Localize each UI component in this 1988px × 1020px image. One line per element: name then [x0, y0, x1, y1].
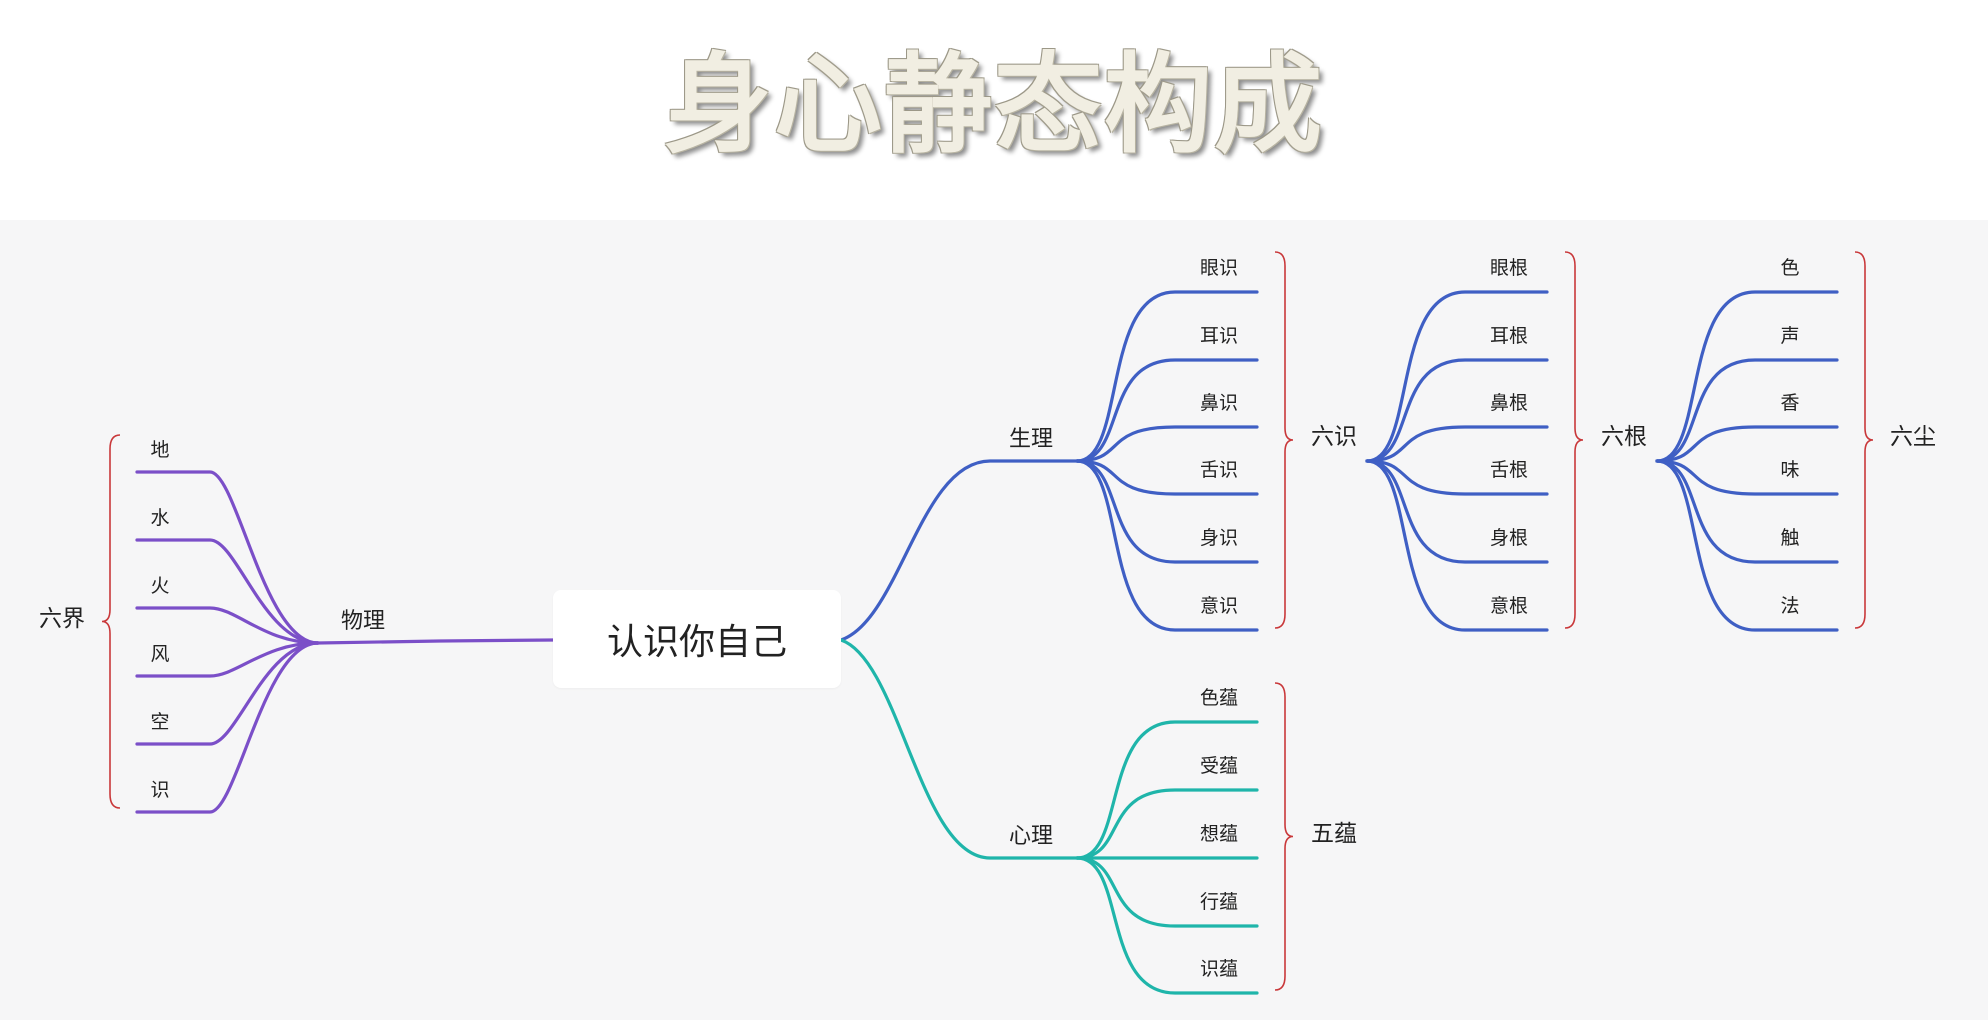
brace-six-realms [101, 434, 121, 809]
six-dusts-item-label[interactable]: 法 [1780, 595, 1800, 617]
group-six-roots-label[interactable]: 六根 [1601, 424, 1647, 450]
brace-six-consciousness [1274, 251, 1294, 629]
five-aggregates-item-label[interactable]: 想蕴 [1199, 823, 1239, 845]
physical-item-label[interactable]: 地 [150, 439, 170, 461]
physical-item-label[interactable]: 火 [150, 575, 170, 597]
six-consciousness-item-line [1075, 459, 1259, 632]
central-topic[interactable]: 认识你自己 [553, 590, 841, 688]
six-roots-item-label[interactable]: 眼根 [1489, 257, 1529, 279]
six-consciousness-item-line [1075, 290, 1259, 463]
six-roots-item-line [1365, 425, 1549, 463]
six-roots-item-line [1365, 358, 1549, 463]
six-dusts-item-label[interactable]: 触 [1780, 527, 1800, 549]
six-dusts-item-label[interactable]: 色 [1780, 257, 1800, 279]
six-consciousness-item-label[interactable]: 身识 [1199, 527, 1239, 549]
six-dusts-item-line [1655, 358, 1839, 463]
six-roots-item-label[interactable]: 鼻根 [1489, 392, 1529, 414]
six-roots-item-label[interactable]: 身根 [1489, 527, 1529, 549]
five-aggregates-item-label[interactable]: 色蕴 [1199, 687, 1239, 709]
physical-item-label[interactable]: 水 [150, 507, 170, 529]
brace-six-dusts [1854, 251, 1874, 629]
page-title: 身心静态构成 [663, 42, 1324, 168]
six-roots-item-line [1365, 459, 1549, 632]
branch-physical-item-line [135, 470, 320, 645]
physical-item-label[interactable]: 空 [150, 711, 170, 733]
six-consciousness-item-line [1075, 425, 1259, 463]
six-dusts-item-line [1655, 459, 1839, 564]
six-consciousness-item-label[interactable]: 耳识 [1199, 325, 1239, 347]
six-roots-item-label[interactable]: 耳根 [1489, 325, 1529, 347]
six-roots-item-line [1365, 459, 1549, 564]
six-consciousness-item-line [1075, 358, 1259, 463]
brace-five-aggregates [1274, 682, 1294, 991]
five-aggregates-item-line [1075, 788, 1259, 860]
five-aggregates-item-label[interactable]: 受蕴 [1199, 755, 1239, 777]
branch-physical-item-line [135, 641, 320, 678]
six-dusts-item-label[interactable]: 味 [1780, 459, 1800, 481]
six-roots-item-line [1365, 459, 1549, 496]
five-aggregates-item-line [1075, 720, 1259, 860]
group-six-dusts-label[interactable]: 六尘 [1890, 424, 1936, 450]
six-dusts-item-label[interactable]: 声 [1780, 325, 1800, 347]
brace-six-roots [1564, 251, 1584, 629]
branch-physical-item-line [135, 606, 320, 645]
branch-physiology-label[interactable]: 生理 [1008, 427, 1054, 452]
group-five-aggregates-label[interactable]: 五蕴 [1311, 821, 1357, 847]
six-dusts-item-line [1655, 425, 1839, 463]
branch-psychology-label[interactable]: 心理 [1008, 824, 1054, 849]
branch-psychology-line [839, 638, 1079, 860]
canvas-background [0, 220, 1988, 1020]
six-roots-item-line [1365, 290, 1549, 463]
five-aggregates-item-label[interactable]: 识蕴 [1199, 958, 1239, 980]
physical-item-label[interactable]: 风 [150, 643, 170, 665]
six-roots-item-label[interactable]: 舌根 [1489, 459, 1529, 481]
five-aggregates-item-line [1075, 856, 1259, 928]
branch-physical-item-line [135, 641, 320, 746]
six-dusts-item-line [1655, 290, 1839, 463]
five-aggregates-item-label[interactable]: 行蕴 [1199, 891, 1239, 913]
group-six-realms-label[interactable]: 六界 [39, 606, 85, 632]
six-consciousness-item-line [1075, 459, 1259, 564]
six-consciousness-item-label[interactable]: 舌识 [1199, 459, 1239, 481]
six-consciousness-item-label[interactable]: 意识 [1199, 595, 1239, 617]
five-aggregates-item-line [1075, 856, 1259, 995]
group-six-consciousness-label[interactable]: 六识 [1311, 424, 1357, 450]
six-dusts-item-line [1655, 459, 1839, 632]
six-consciousness-item-label[interactable]: 眼识 [1199, 257, 1239, 279]
six-roots-item-label[interactable]: 意根 [1489, 595, 1529, 617]
branch-physical-line [316, 638, 555, 645]
branch-physiology-line [839, 459, 1079, 642]
branch-physical-label[interactable]: 物理 [340, 609, 386, 634]
branch-physical-item-line [135, 641, 320, 814]
six-consciousness-item-label[interactable]: 鼻识 [1199, 392, 1239, 414]
six-dusts-item-line [1655, 459, 1839, 496]
physical-item-label[interactable]: 识 [150, 779, 170, 801]
six-dusts-item-label[interactable]: 香 [1780, 392, 1800, 414]
six-consciousness-item-line [1075, 459, 1259, 496]
branch-physical-item-line [135, 538, 320, 645]
